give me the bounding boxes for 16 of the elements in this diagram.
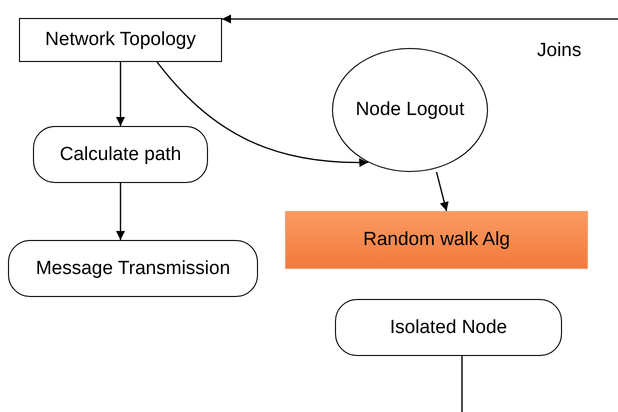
rounded-box	[8, 240, 258, 297]
node-label: Node Logout	[356, 99, 464, 121]
rounded-box	[335, 299, 562, 356]
node-label: Random walk Alg	[363, 229, 510, 251]
node-label: Calculate path	[60, 144, 182, 166]
node-label: Isolated Node	[390, 316, 508, 338]
arrow	[222, 14, 618, 24]
arrow	[436, 172, 449, 212]
highlighted-box	[285, 211, 588, 269]
arrow	[116, 183, 125, 240]
arrow	[156, 62, 368, 167]
node-label: Network Topology	[45, 29, 196, 51]
process-box	[19, 18, 222, 62]
arrow	[116, 62, 125, 126]
node-label: Message Transmission	[36, 258, 230, 280]
rounded-box	[33, 126, 208, 183]
